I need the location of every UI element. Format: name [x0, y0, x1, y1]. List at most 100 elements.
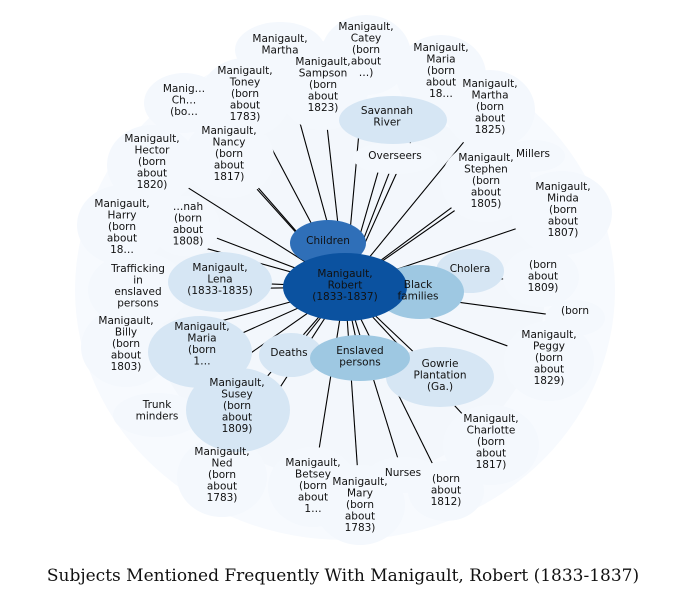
- label-manigault-peggy-line: about: [534, 364, 564, 376]
- node-deaths[interactable]: [259, 333, 323, 377]
- label-trafficking-line: persons: [117, 298, 158, 310]
- label-savannah-river-line: Savannah: [361, 105, 413, 117]
- label-manigault-hannah-line: about: [173, 224, 203, 236]
- label-nurses-line: Nurses: [385, 467, 421, 479]
- node-manigault-betsey[interactable]: [268, 447, 358, 527]
- label-enslaved-persons-line: persons: [339, 357, 380, 369]
- node-manigault-stephen[interactable]: [441, 142, 531, 222]
- label-manigault-martha-top: Manigault,Martha: [252, 33, 307, 57]
- label-manigault-1809-right-line: 1809): [528, 282, 559, 294]
- node-manigault-harry[interactable]: [77, 185, 167, 265]
- label-manigault-susey-line: Susey: [221, 389, 252, 401]
- label-cholera: Cholera: [450, 263, 491, 275]
- label-manigault-martha-1825-line: (born: [476, 101, 504, 113]
- label-manigault-maria-top-line: about: [426, 77, 456, 89]
- node-center[interactable]: [283, 253, 407, 321]
- label-manigault-maria-1-line: (born: [188, 344, 216, 356]
- label-manigault-billy-line: Billy: [115, 327, 137, 339]
- label-manigault-1809-right-line: (born: [529, 259, 557, 271]
- label-manigault-harry-line: about: [107, 233, 137, 245]
- label-manigault-billy-line: Manigault,: [98, 315, 153, 327]
- label-manigault-stephen-line: 1805): [471, 198, 502, 210]
- label-manigault-catey-line: …): [359, 67, 374, 79]
- label-manigault-betsey-line: Betsey: [295, 469, 331, 481]
- node-manigault-nancy[interactable]: [184, 118, 274, 198]
- label-trunk-minders-line: Trunk: [142, 399, 172, 411]
- label-manigault-ch-line: Manig…: [163, 83, 205, 95]
- label-trafficking-line: in: [133, 275, 143, 287]
- node-manigault-charlotte[interactable]: [443, 405, 539, 485]
- label-manigault-ned-line: Manigault,: [194, 446, 249, 458]
- node-manigault-ch[interactable]: [144, 73, 224, 133]
- label-manigault-toney-line: Manigault,: [217, 65, 272, 77]
- label-nurses: Nurses: [385, 467, 421, 479]
- label-manigault-martha-1825-line: 1825): [475, 124, 506, 136]
- node-manigault-hector[interactable]: [107, 125, 197, 205]
- label-manigault-maria-1-line: Maria: [187, 333, 216, 345]
- label-black-families-line: Black: [404, 279, 433, 291]
- label-gowrie-plantation-line: Gowrie: [422, 358, 459, 370]
- label-manigault-nancy-line: 1817): [214, 171, 245, 183]
- node-manigault-susey[interactable]: [186, 368, 290, 452]
- label-manigault-mary-line: (born: [346, 499, 374, 511]
- label-manigault-catey-line: Catey: [351, 33, 382, 45]
- label-manigault-minda-line: Minda: [547, 193, 579, 205]
- label-manigault-hector-line: Hector: [135, 145, 171, 157]
- label-manigault-nancy-line: (born: [215, 148, 243, 160]
- label-overseers: Overseers: [368, 150, 421, 162]
- node-manigault-ned[interactable]: [177, 437, 267, 517]
- node-manigault-peggy[interactable]: [504, 321, 594, 401]
- label-manigault-billy-line: about: [111, 350, 141, 362]
- label-deaths: Deaths: [270, 347, 307, 359]
- node-gowrie-plantation[interactable]: [386, 347, 494, 407]
- node-savannah-river[interactable]: [339, 96, 447, 144]
- label-manigault-harry-line: Harry: [108, 210, 137, 222]
- label-trafficking-line: Trafficking: [110, 263, 165, 275]
- label-center-line: (1833-1837): [312, 291, 377, 303]
- node-manigault-1812[interactable]: [408, 461, 484, 521]
- label-manigault-peggy-line: Manigault,: [521, 329, 576, 341]
- label-manigault-susey-line: 1809): [222, 423, 253, 435]
- label-manigault-martha-top-line: Manigault,: [252, 33, 307, 45]
- node-trunk-minders[interactable]: [113, 393, 201, 437]
- node-manigault-minda[interactable]: [512, 171, 612, 255]
- label-manigault-betsey-line: 1…: [304, 503, 321, 515]
- label-manigault-maria-1-line: Manigault,: [174, 321, 229, 333]
- label-manigault-nancy-line: about: [214, 160, 244, 172]
- node-manigault-toney[interactable]: [200, 58, 290, 138]
- node-manigault-billy[interactable]: [81, 307, 171, 387]
- label-manigault-stephen-line: Stephen: [464, 164, 508, 176]
- node-manigault-martha-1825[interactable]: [445, 70, 535, 150]
- label-manigault-susey-line: Manigault,: [209, 377, 264, 389]
- label-manigault-toney-line: 1783): [230, 111, 261, 123]
- label-savannah-river-line: River: [373, 117, 401, 129]
- label-manigault-1812-line: about: [431, 485, 461, 497]
- node-enslaved-persons[interactable]: [310, 335, 410, 381]
- label-manigault-stephen-line: about: [471, 187, 501, 199]
- node-overseers[interactable]: [353, 142, 437, 174]
- node-manigault-1809-right[interactable]: [503, 247, 579, 307]
- label-children-line: Children: [306, 235, 350, 247]
- node-manigault-lena[interactable]: [168, 252, 272, 312]
- label-manigault-ned-line: 1783): [207, 492, 238, 504]
- label-manigault-ned-line: Ned: [212, 458, 233, 470]
- node-manigault-hannah[interactable]: [150, 196, 220, 256]
- label-manigault-sampson-line: 1823): [308, 102, 339, 114]
- label-manigault-lena-line: (1833-1835): [187, 285, 252, 297]
